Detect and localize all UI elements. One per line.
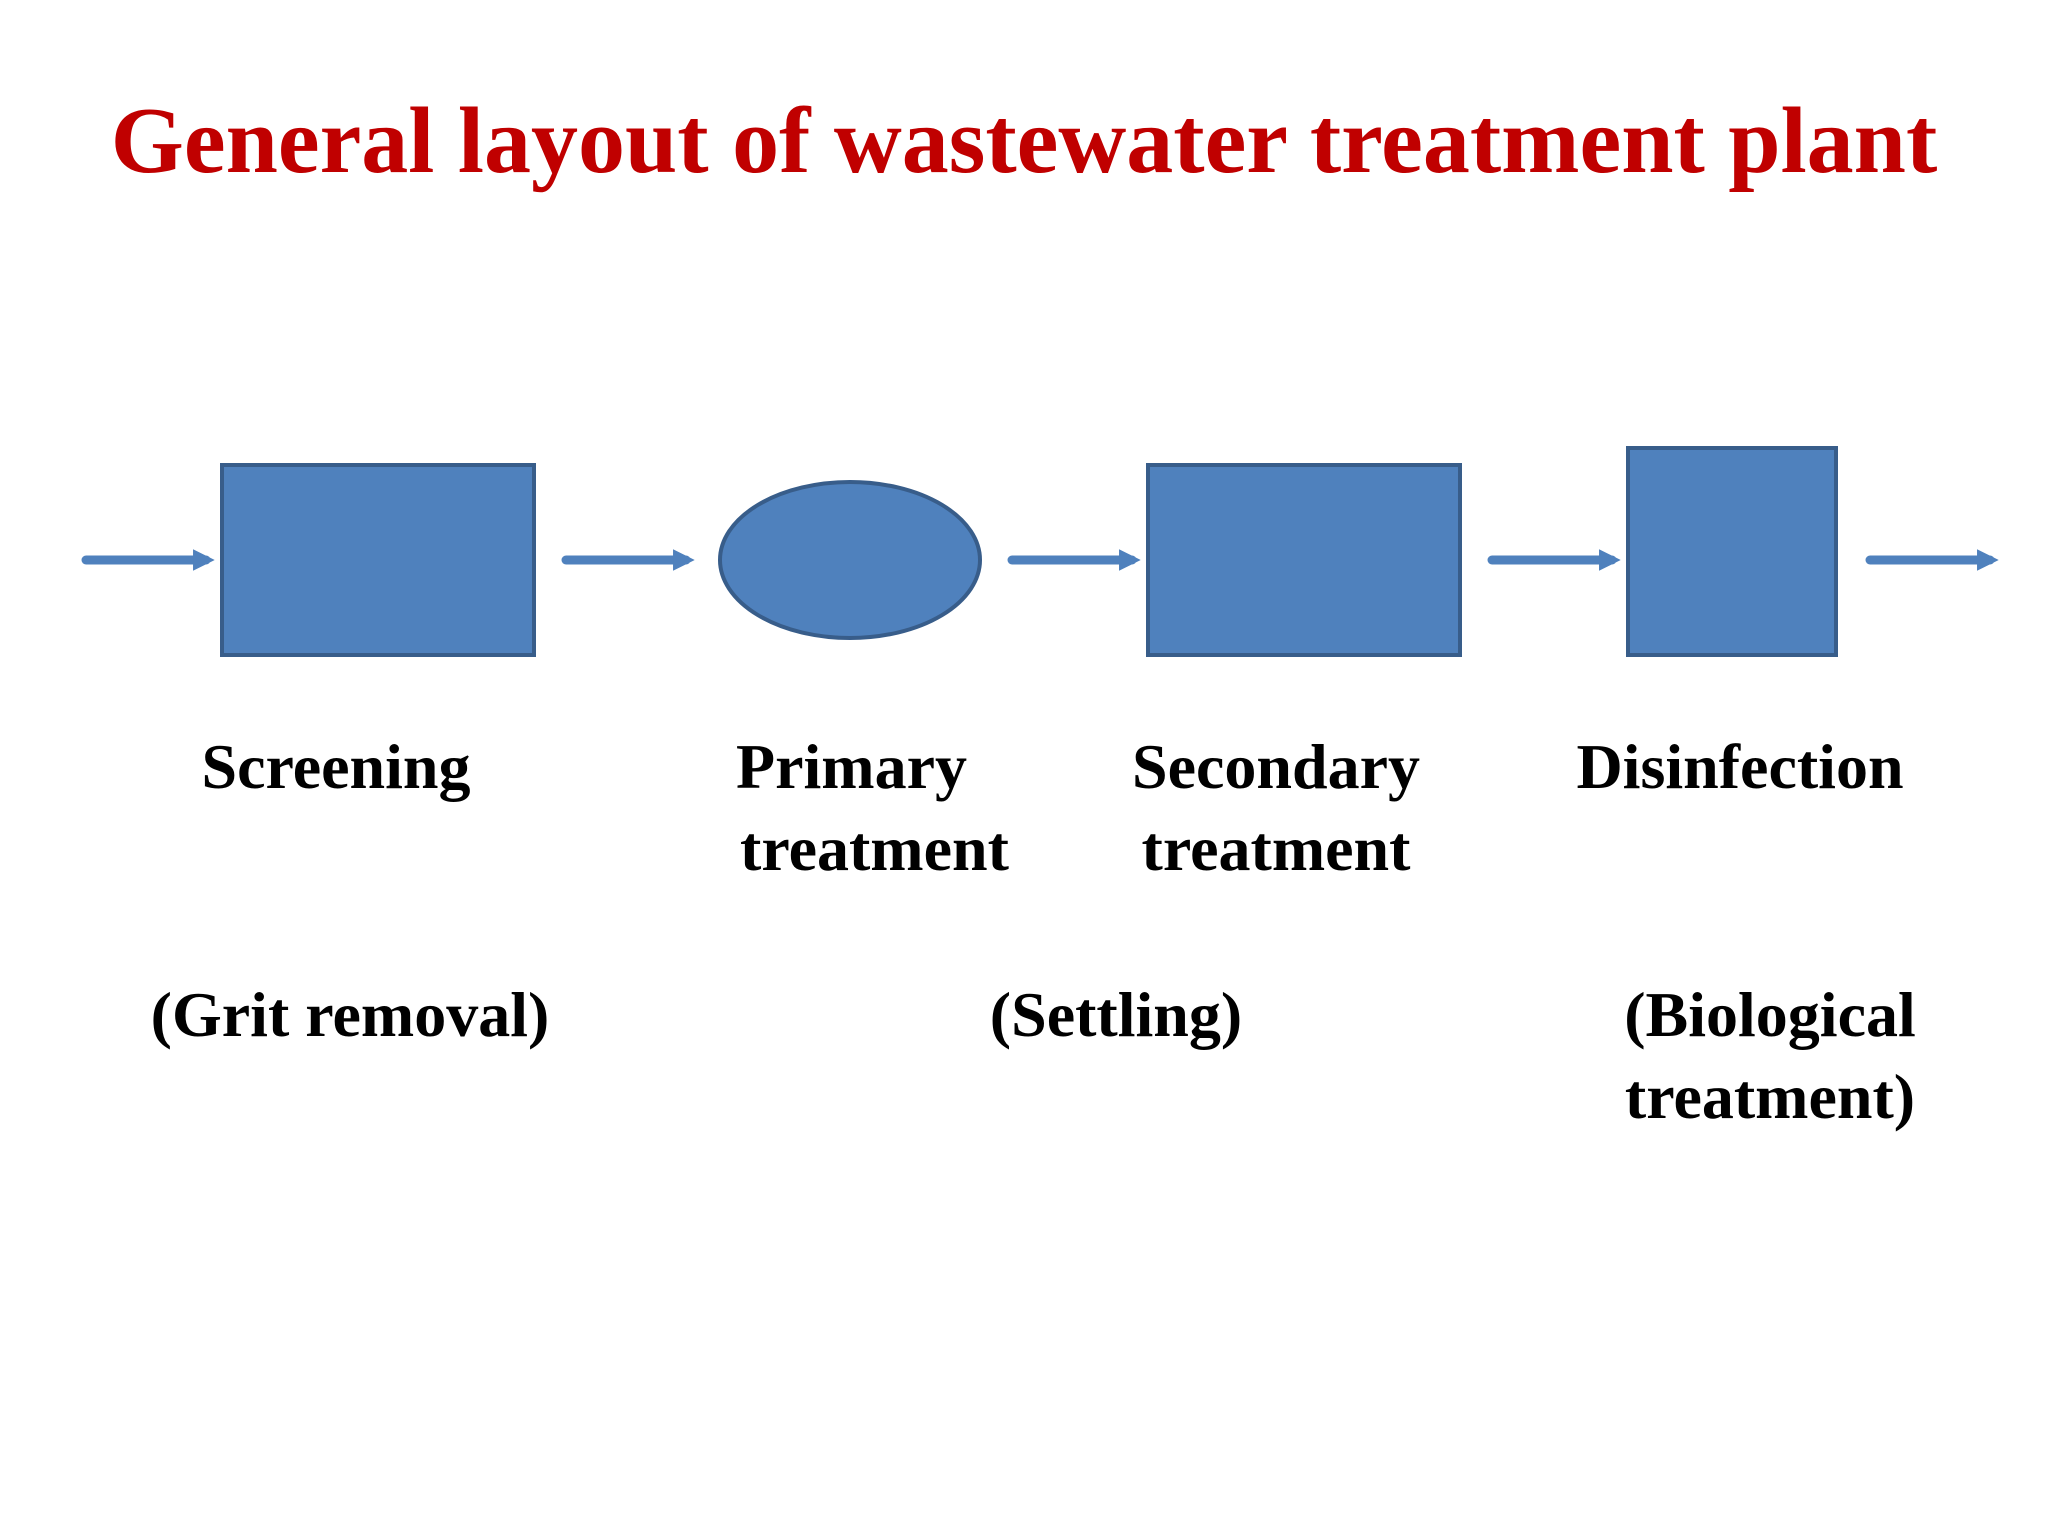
stage-label-disinfection-line-1: Disinfection	[1576, 731, 1904, 802]
stage-label-secondary-line-2: treatment	[1141, 813, 1411, 884]
primary-treatment-unit	[718, 480, 982, 640]
stage-label-secondary-line-1: Secondary	[1132, 731, 1420, 802]
screening-unit	[220, 463, 536, 657]
note-grit-removal: (Grit removal)	[120, 974, 580, 1056]
stage-label-disinfection: Disinfection	[1560, 726, 1920, 808]
stage-label-primary-treatment: Primary treatment	[726, 726, 1046, 890]
page-title: General layout of wastewater treatment p…	[110, 89, 1938, 193]
note-biological-line-2: treatment)	[1624, 1061, 1916, 1132]
note-biological-line-1: (Biological	[1624, 979, 1916, 1050]
stage-label-screening: Screening	[186, 726, 486, 808]
note-biological-treatment: (Biological treatment)	[1590, 974, 1950, 1138]
disinfection-unit	[1626, 446, 1838, 657]
stage-label-primary-line-1: Primary	[736, 731, 967, 802]
note-grit-removal-line-1: (Grit removal)	[150, 979, 550, 1050]
stage-label-secondary-treatment: Secondary treatment	[1116, 726, 1436, 890]
note-settling: (Settling)	[956, 974, 1276, 1056]
secondary-treatment-unit	[1146, 463, 1462, 657]
stage-label-primary-line-2: treatment	[740, 813, 1009, 884]
stage-label-screening-line-1: Screening	[201, 731, 471, 802]
note-settling-line-1: (Settling)	[989, 979, 1243, 1050]
